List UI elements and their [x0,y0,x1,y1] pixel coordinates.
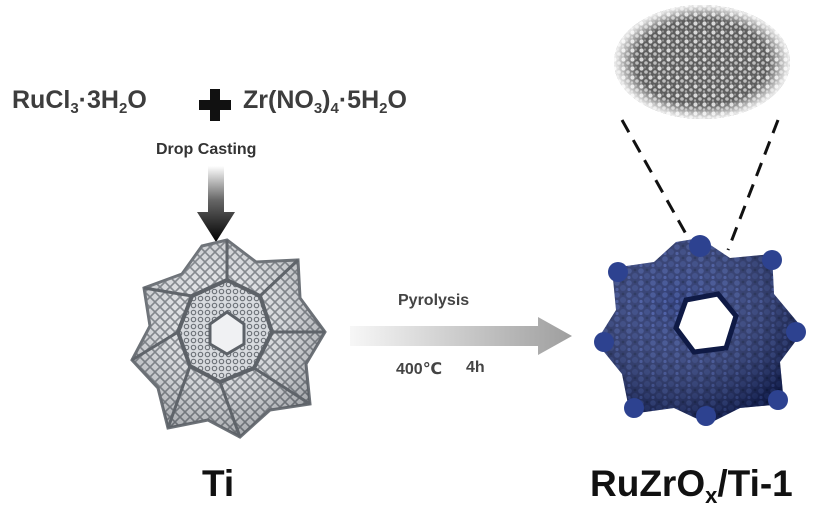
temperature-label: 400℃ [396,361,443,378]
arrow-down-icon [197,166,235,242]
formula-text: RuCl [12,86,71,114]
drop-casting-label: Drop Casting [156,141,257,158]
sem-texture-inset [614,5,790,119]
formula-subscript: 3 [70,100,79,117]
ruzrox-product-structure [594,235,806,426]
substrate-label: Ti [202,463,235,504]
product-label-text: /Ti-1 [717,463,793,504]
formula-subscript: 3 [313,100,323,117]
plus-icon [199,89,231,121]
formula-subscript: 4 [330,100,339,117]
formula-text: ) [322,86,331,114]
product-label: RuZrOx/Ti-1 [590,463,793,508]
pyrolysis-label: Pyrolysis [398,292,470,309]
product-label-text: RuZrO [590,463,706,504]
arrow-right-icon [350,317,572,355]
formula-text: Zr(NO [243,86,314,114]
formula-subscript: 2 [118,100,128,117]
ti-mesh-structure [130,238,327,439]
duration-label: 4h [466,359,485,376]
reagent-zrno3-formula: Zr(NO3)4·5H2O [243,86,407,117]
formula-text: O [127,86,147,114]
product-label-subscript: x [705,483,718,508]
formula-text: ·5H [338,86,380,114]
formula-text: O [387,86,407,114]
formula-subscript: 2 [379,100,388,117]
formula-text: ·3H [78,86,119,114]
zoom-indicator-lines [620,119,780,251]
reagent-rucl3-formula: RuCl3·3H2O [12,86,147,117]
